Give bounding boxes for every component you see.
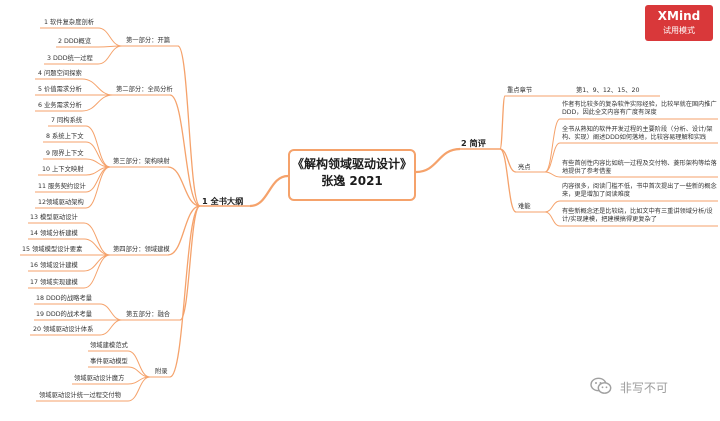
connector-line: [97, 27, 123, 47]
chapter-item[interactable]: 12领域驱动架构: [38, 199, 84, 206]
branch-review[interactable]: 2 简评: [461, 138, 486, 148]
part-label[interactable]: 附录: [155, 368, 168, 375]
branch-outline[interactable]: 1 全书大纲: [202, 196, 244, 206]
group-label[interactable]: 难能: [518, 203, 531, 210]
connector-line: [544, 211, 561, 227]
part-label[interactable]: 第一部分：开篇: [126, 37, 171, 44]
review-item[interactable]: 有些新概念还是比较绕，比如文中有三重讲领域分析/设计/实现建模，把建模搞得更复杂…: [562, 208, 713, 224]
chapter-item[interactable]: 3 DDD统一过程: [47, 55, 93, 62]
central-topic[interactable]: 《解构领域驱动设计》 张逸 2021: [288, 149, 416, 201]
connector-line: [127, 376, 151, 402]
badge-brand: XMind: [657, 9, 701, 23]
connector-line: [127, 350, 151, 378]
connector-line: [99, 303, 123, 321]
review-item[interactable]: 第1、9、12、15、20: [576, 87, 640, 94]
connector-line: [499, 148, 517, 213]
connector-line: [169, 205, 201, 378]
part-label[interactable]: 第四部分：领域建模: [113, 246, 170, 253]
chapter-item[interactable]: 4 问题空间探索: [38, 70, 82, 77]
connector-line: [499, 95, 506, 150]
appendix-item[interactable]: 领域驱动设计魔方: [74, 375, 125, 382]
review-item[interactable]: 作者有比较多的复杂软件实际经验，比较早就在国内推广DDD，因此全文内容有广度有深…: [562, 101, 717, 117]
review-item[interactable]: 有些首创性内容比如统一过程及交付物、菱形架构等给落地提供了参考借鉴: [562, 160, 717, 176]
xmind-trial-badge[interactable]: XMind 试用模式: [645, 5, 713, 41]
connector-line: [167, 205, 201, 256]
connector-line: [85, 141, 111, 168]
connector-line: [81, 94, 114, 112]
chapter-item[interactable]: 14 领域分析建模: [30, 230, 78, 237]
review-item[interactable]: 全书从熟知的软件开发过程的主要阶段（分析、设计/架构、实现）阐述DDD如何落地，…: [562, 126, 713, 142]
chapter-item[interactable]: 15 领域模型设计要素: [22, 246, 83, 253]
connector-line: [85, 125, 111, 168]
chapter-item[interactable]: 1 软件复杂度剖析: [44, 19, 95, 26]
connector-line: [83, 254, 111, 289]
central-title: 《解构领域驱动设计》: [291, 157, 412, 171]
part-label[interactable]: 第三部分：架构映射: [113, 158, 170, 165]
connector-line: [97, 45, 123, 65]
review-item[interactable]: 内容很多，阅读门槛不低，书中首次提出了一些新的概念来，更是增加了阅读难度: [562, 183, 717, 199]
connector-line: [544, 142, 561, 173]
chapter-item[interactable]: 9 限界上下文: [46, 150, 84, 157]
appendix-item[interactable]: 领域建模范式: [90, 342, 128, 349]
connector-line: [544, 118, 561, 173]
connector-line: [81, 78, 114, 96]
part-label[interactable]: 第二部分：全局分析: [116, 86, 173, 93]
chapter-item[interactable]: 18 DDD的战略考量: [36, 295, 93, 302]
connector-line: [83, 238, 111, 256]
chapter-item[interactable]: 16 领域设计建模: [30, 262, 78, 269]
connector-line: [249, 174, 289, 208]
chapter-item[interactable]: 20 领域驱动设计体系: [33, 326, 94, 333]
chapter-item[interactable]: 8 系统上下文: [46, 133, 84, 140]
chapter-item[interactable]: 10 上下文映射: [42, 166, 84, 173]
group-label[interactable]: 重点章节: [507, 87, 533, 94]
chapter-item[interactable]: 13 模型驱动设计: [30, 214, 78, 221]
connector-line: [544, 171, 561, 178]
group-label[interactable]: 亮点: [518, 164, 531, 171]
chapter-item[interactable]: 5 价值需求分析: [38, 86, 82, 93]
chapter-item[interactable]: 6 业务需求分析: [38, 102, 82, 109]
chapter-item[interactable]: 17 领域实现建模: [30, 279, 78, 286]
central-subtitle: 张逸 2021: [321, 174, 383, 188]
appendix-item[interactable]: 领域驱动设计统一过程交付物: [39, 392, 121, 399]
badge-mode: 试用模式: [663, 26, 695, 35]
appendix-item[interactable]: 事件驱动模型: [90, 358, 128, 365]
connector-line: [167, 166, 201, 207]
chapter-item[interactable]: 19 DDD的战术考量: [36, 311, 93, 318]
part-label[interactable]: 第五部分：融合: [126, 311, 171, 318]
chapter-item[interactable]: 2 DDD概览: [58, 38, 92, 45]
connector-line: [83, 222, 111, 256]
connector-line: [544, 200, 561, 213]
connector-line: [85, 166, 111, 209]
chapter-item[interactable]: 7 同构系统: [51, 117, 83, 124]
connector-line: [83, 254, 111, 272]
watermark-text: 非写不可: [619, 381, 668, 395]
watermark: 非写不可: [590, 377, 668, 397]
wechat-icon: [590, 377, 612, 398]
connector-line: [415, 147, 461, 174]
connector-line: [99, 319, 123, 336]
connector-line: [179, 205, 201, 321]
connector-line: [177, 45, 201, 207]
chapter-item[interactable]: 11 服务契约设计: [38, 183, 86, 190]
connector-line: [169, 94, 201, 207]
